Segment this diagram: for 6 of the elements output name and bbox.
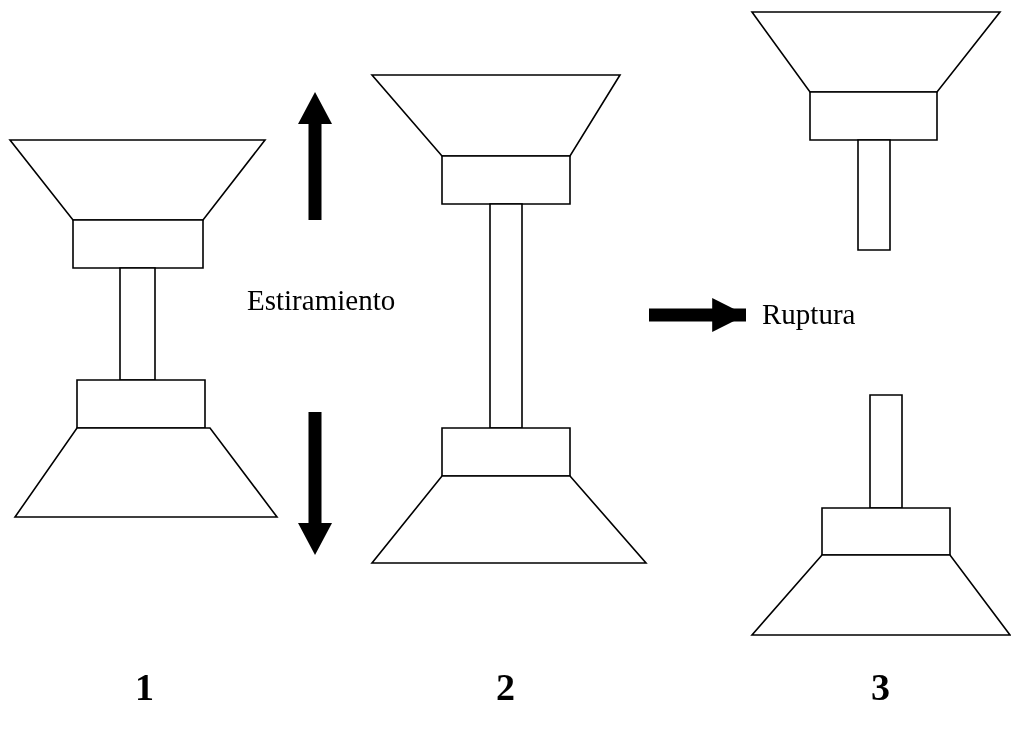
arrow	[649, 298, 746, 332]
process-label: Estiramiento	[247, 286, 396, 315]
process-label: Ruptura	[762, 300, 856, 329]
figure-number: 1	[135, 668, 154, 706]
figure-number: 3	[871, 668, 890, 706]
figure-number: 2	[496, 668, 515, 706]
